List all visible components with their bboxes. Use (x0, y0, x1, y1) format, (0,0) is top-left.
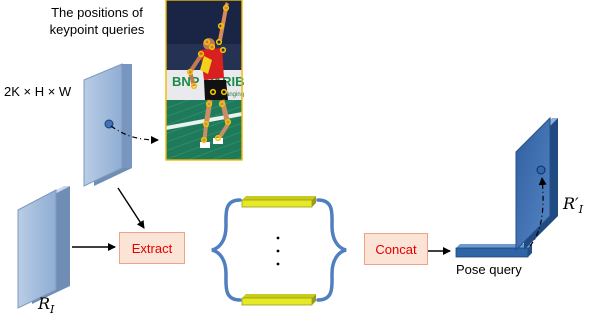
vertical-ellipsis (276, 236, 280, 266)
ri-prime-label-sub: I (578, 203, 584, 217)
right-brace (316, 198, 347, 302)
extract-label: Extract (131, 240, 173, 256)
keypoint-feature-plane (83, 63, 132, 187)
ri-label-main: R (38, 294, 51, 313)
pose-to-plane-arrow (529, 177, 547, 247)
ri-prime-label-prime: ′ (575, 194, 579, 213)
keypoint-pointer-arrow (110, 125, 159, 144)
keypoint-positions-caption: The positions of keypoint queries (49, 5, 145, 37)
ri-prime-label-main: R (563, 194, 576, 213)
pose-query-bar (455, 244, 532, 258)
concat-label: Concat (375, 241, 417, 257)
yellow-bar-bottom (241, 294, 316, 306)
ri-label: RI (38, 296, 54, 318)
keypoint-markers (186, 4, 232, 144)
pose-query-label: Pose query (456, 262, 522, 277)
plane-to-extract-arrow (117, 187, 145, 229)
tennis-photo: BNP PARIB for a changing (165, 0, 244, 161)
ri-label-sub: I (50, 303, 55, 317)
ri-prime-label: R′I (563, 196, 583, 218)
ri-prime-plane (515, 116, 558, 252)
dimension-label: 2K × H × W (4, 84, 72, 99)
braces (211, 198, 347, 302)
yellow-bar-top (241, 196, 316, 208)
extract-box: Extract (119, 232, 185, 264)
ri-feature-plane (17, 186, 70, 309)
concat-box: Concat (364, 233, 428, 265)
left-brace (211, 198, 242, 302)
